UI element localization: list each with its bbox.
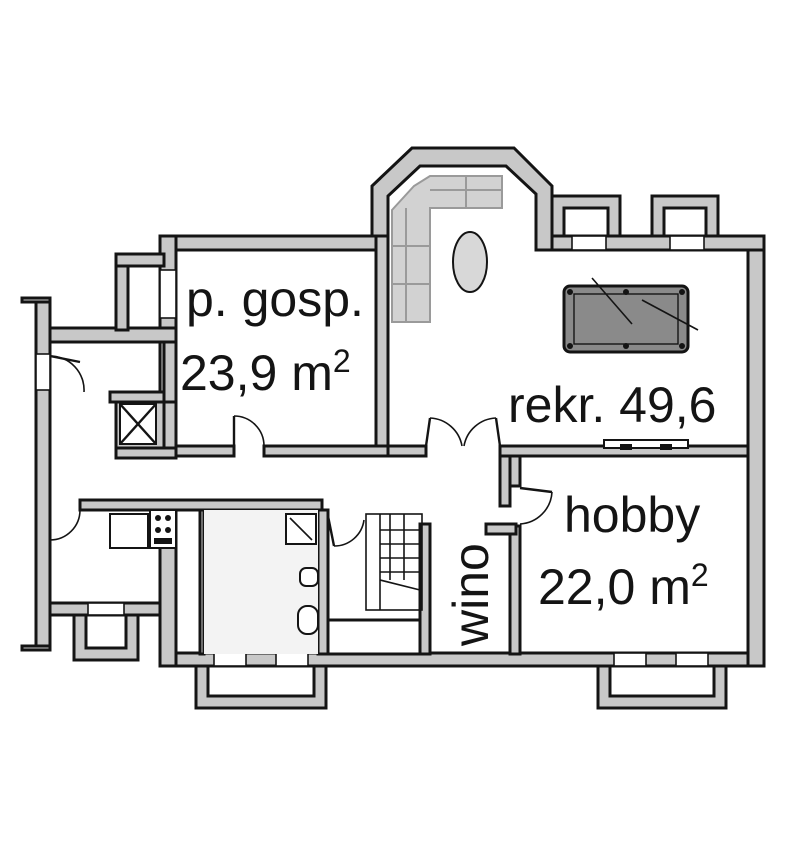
label-hobby-name: hobby (564, 487, 700, 543)
label-hobby-area-value: 22,0 m (538, 559, 691, 615)
label-wine: wino (443, 543, 499, 647)
label-utility-area-value: 23,9 m (180, 345, 333, 401)
ventilation-shaft (119, 403, 157, 445)
interior-walls (78, 234, 750, 656)
label-hobby-area-sup: 2 (691, 557, 709, 593)
label-recreation: rekr. 49,6 (508, 377, 716, 433)
windows (35, 235, 709, 667)
label-utility-area: 23,9 m2 (180, 343, 351, 401)
radiator (603, 439, 689, 450)
billiard-table (562, 277, 699, 354)
window-bays (72, 194, 728, 710)
label-utility-name: p. gosp. (186, 271, 364, 327)
kitchenette (109, 509, 177, 549)
coffee-table (452, 231, 488, 293)
sofa (391, 175, 503, 323)
label-hobby-area: 22,0 m2 (538, 557, 709, 615)
label-utility-area-sup: 2 (333, 343, 351, 379)
room-labels: p. gosp. 23,9 m2 rekr. 49,6 hobby 22,0 m… (180, 271, 716, 647)
bathroom (204, 510, 319, 654)
staircase (365, 513, 423, 611)
